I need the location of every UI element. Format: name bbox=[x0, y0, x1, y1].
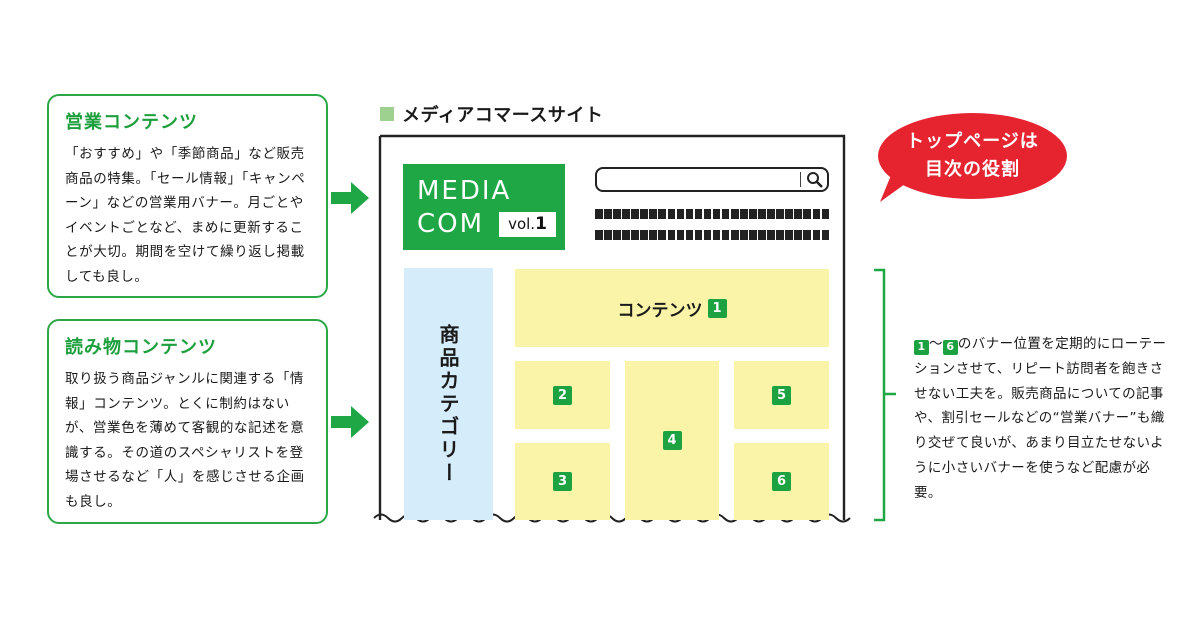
bubble-line: 目次の役割 bbox=[925, 159, 1020, 180]
square-icon bbox=[380, 107, 394, 121]
content-block-2: 2 bbox=[515, 361, 610, 429]
range-separator: 〜 bbox=[929, 336, 943, 352]
nav-placeholder-row bbox=[595, 230, 830, 240]
number-badge: 1 bbox=[914, 339, 929, 355]
site-title: メディアコマースサイト bbox=[380, 101, 603, 127]
category-sidebar: 商品カテゴリー bbox=[404, 268, 493, 520]
search-divider bbox=[800, 172, 801, 187]
content-block-4: 4 bbox=[625, 361, 719, 520]
number-badge: 1 bbox=[707, 298, 727, 318]
site-logo: MEDIA COM vol.1 bbox=[403, 164, 565, 250]
content-label-text: コンテンツ bbox=[617, 300, 703, 321]
callout-title: 読み物コンテンツ bbox=[65, 337, 217, 358]
number-badge: 5 bbox=[772, 385, 791, 405]
logo-line-com: COM bbox=[417, 209, 485, 239]
number-badge: 6 bbox=[942, 339, 958, 355]
note-text: のバナー位置を定期的にローテーションさせて、リピート訪問者を飽きさせない工夫を。… bbox=[914, 336, 1167, 501]
site-title-text: メディアコマースサイト bbox=[402, 105, 604, 126]
search-box bbox=[595, 167, 829, 192]
content-label: コンテンツ 1 bbox=[618, 296, 727, 321]
logo-vol-text: vol. bbox=[508, 215, 536, 233]
callout-body: 取り扱う商品ジャンルに関連する「情報」コンテンツ。とくに制約はないが、営業色を薄… bbox=[65, 371, 305, 510]
content-block-6: 6 bbox=[734, 443, 829, 520]
callout-reading-content: 読み物コンテンツ 取り扱う商品ジャンルに関連する「情報」コンテンツ。とくに制約は… bbox=[47, 319, 328, 524]
callout-sales-content: 営業コンテンツ 「おすすめ」や「季節商品」など販売商品の特集。「セール情報」「キ… bbox=[47, 94, 328, 298]
logo-vol-number: 1 bbox=[535, 214, 547, 234]
number-badge: 2 bbox=[553, 385, 572, 405]
callout-body: 「おすすめ」や「季節商品」など販売商品の特集。「セール情報」「キャンペーン」など… bbox=[65, 146, 306, 285]
nav-placeholder-row bbox=[595, 209, 830, 219]
arrow-right-icon bbox=[331, 406, 369, 438]
callout-title: 営業コンテンツ bbox=[65, 112, 198, 133]
number-badge: 4 bbox=[662, 431, 682, 450]
arrow-right-icon bbox=[331, 182, 369, 214]
search-icon bbox=[807, 172, 823, 188]
number-badge: 3 bbox=[553, 472, 572, 491]
content-block-5: 5 bbox=[734, 361, 829, 429]
category-label: 商品カテゴリー bbox=[436, 324, 460, 485]
number-badge: 6 bbox=[772, 472, 791, 491]
bubble-line: トップページは bbox=[906, 131, 1039, 152]
speech-bubble: トップページは 目次の役割 bbox=[878, 113, 1067, 199]
logo-vol: vol.1 bbox=[499, 212, 556, 237]
content-block-1: コンテンツ 1 bbox=[515, 269, 829, 347]
content-block-3: 3 bbox=[515, 443, 610, 520]
logo-line-media: MEDIA bbox=[417, 176, 512, 206]
bracket-icon bbox=[874, 268, 896, 522]
